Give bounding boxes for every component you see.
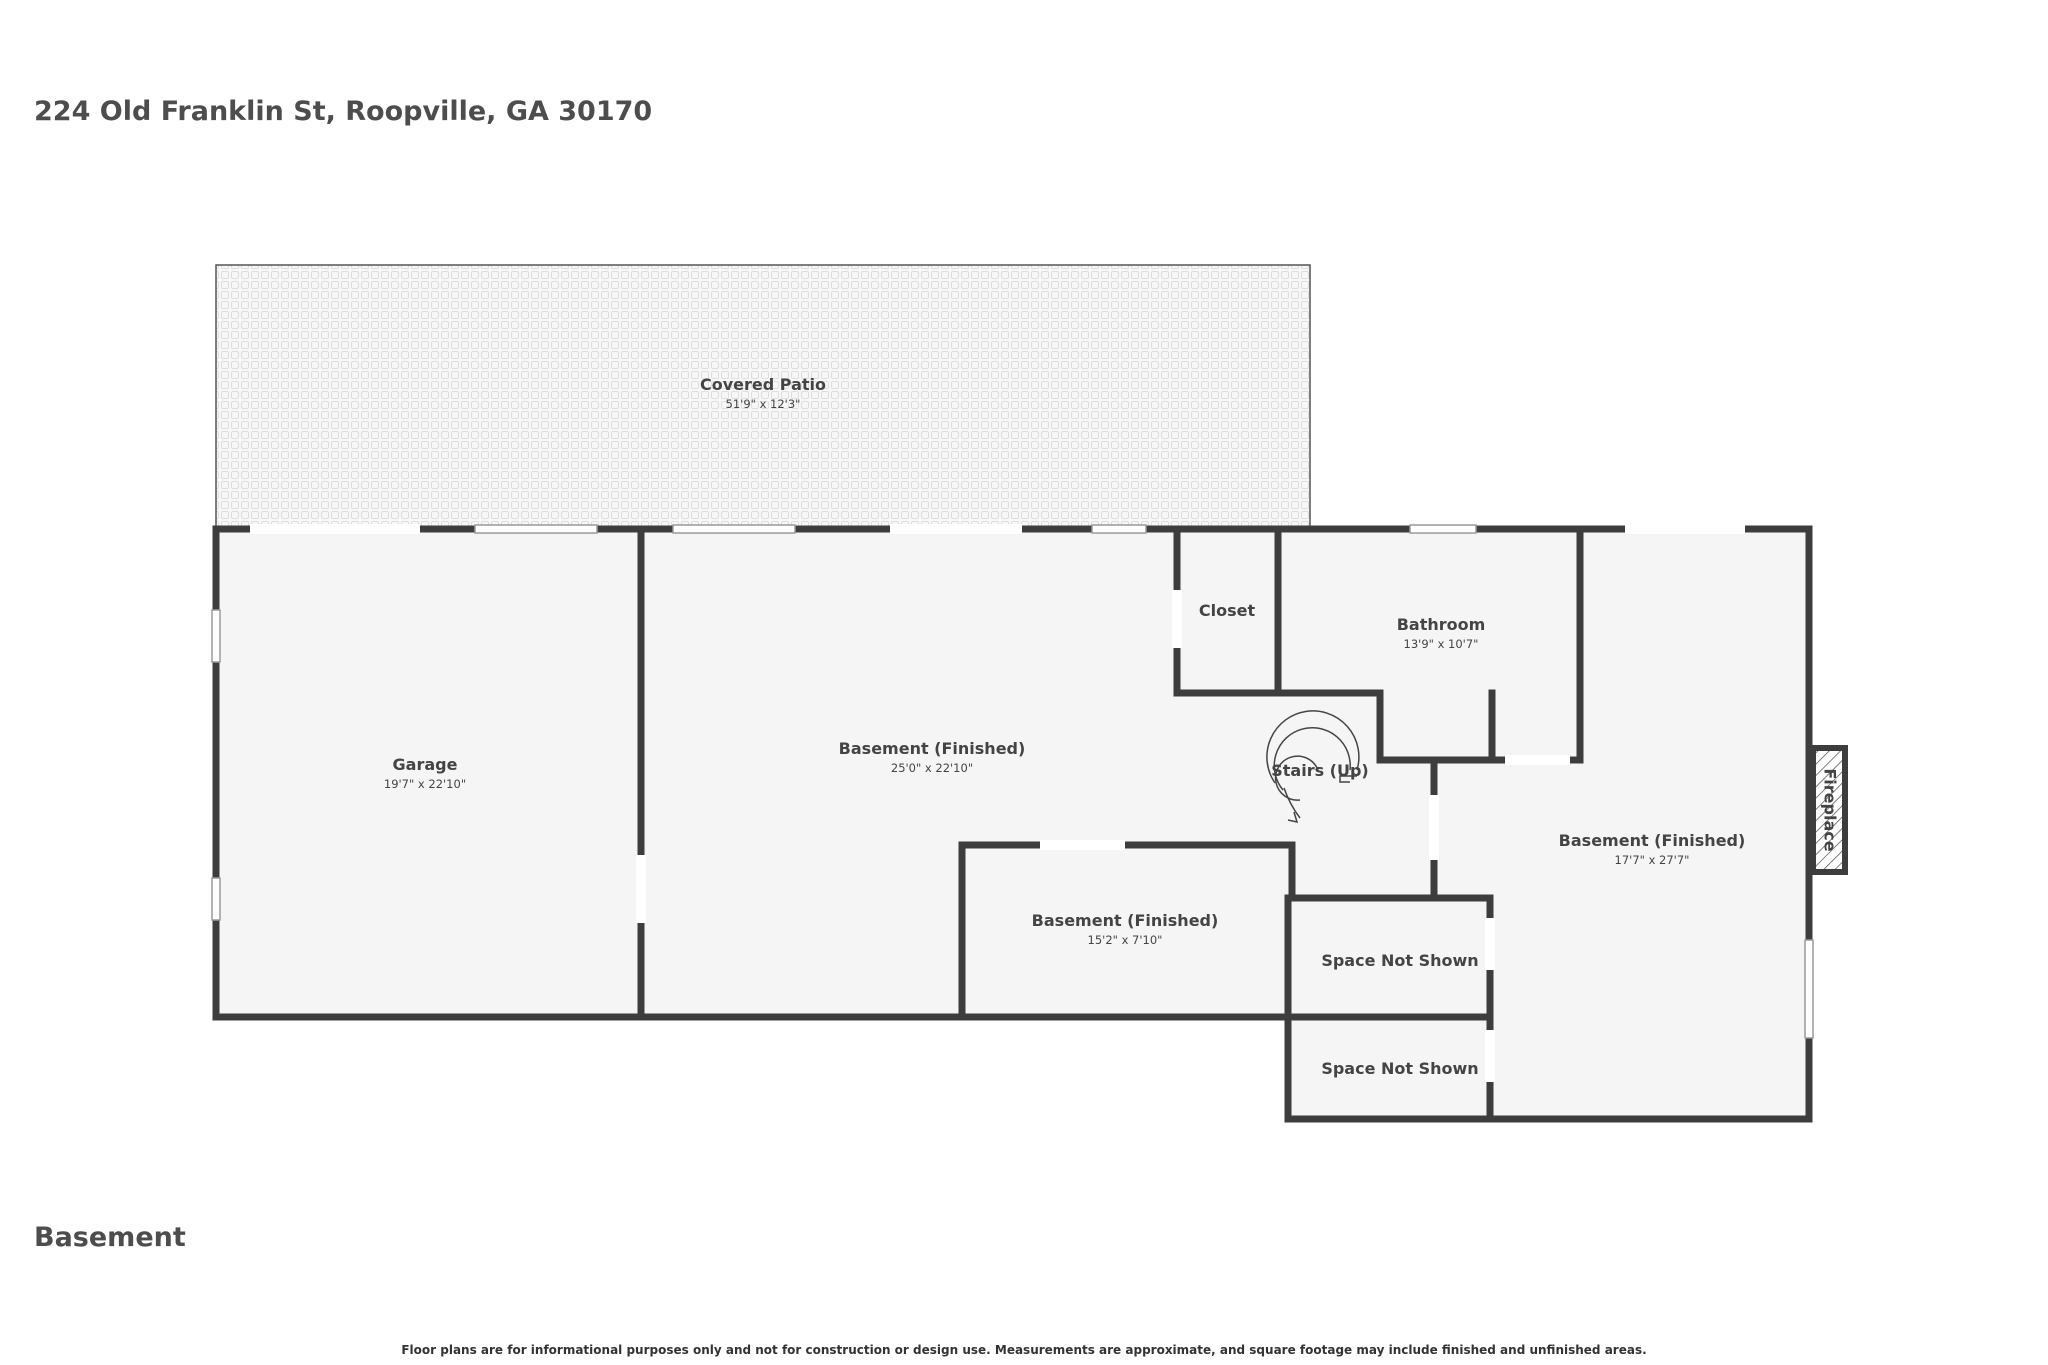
floor-label: Basement — [34, 1222, 186, 1253]
garage-name: Garage — [393, 755, 458, 774]
windows — [211, 524, 1814, 1039]
patio-name: Covered Patio — [700, 375, 826, 394]
covered-patio — [215, 264, 1311, 530]
basement-main-dims: 25'0" x 22'10" — [891, 761, 973, 775]
stairs-name: Stairs (Up) — [1271, 761, 1369, 780]
basement-small-dims: 15'2" x 7'10" — [1088, 933, 1163, 947]
fireplace: Fireplace — [1810, 745, 1848, 875]
space-not-shown-2: Space Not Shown — [1321, 1059, 1478, 1078]
page-title: 224 Old Franklin St, Roopville, GA 30170 — [34, 96, 653, 127]
garage-dims: 19'7" x 22'10" — [384, 777, 466, 791]
floor-fill — [216, 529, 1809, 1119]
basement-right-dims: 17'7" x 27'7" — [1615, 853, 1690, 867]
fireplace-label: Fireplace — [1821, 768, 1840, 851]
bathroom-name: Bathroom — [1397, 615, 1486, 634]
patio-dims: 51'9" x 12'3" — [726, 397, 801, 411]
bathroom-dims: 13'9" x 10'7" — [1404, 637, 1479, 651]
door-openings — [250, 524, 1745, 1082]
basement-small-name: Basement (Finished) — [1032, 911, 1219, 930]
basement-right-name: Basement (Finished) — [1559, 831, 1746, 850]
basement-main-name: Basement (Finished) — [839, 739, 1026, 758]
stairs-icon — [1266, 710, 1360, 824]
disclaimer: Floor plans are for informational purpos… — [401, 1343, 1647, 1357]
space-not-shown-1: Space Not Shown — [1321, 951, 1478, 970]
closet-name: Closet — [1199, 601, 1256, 620]
